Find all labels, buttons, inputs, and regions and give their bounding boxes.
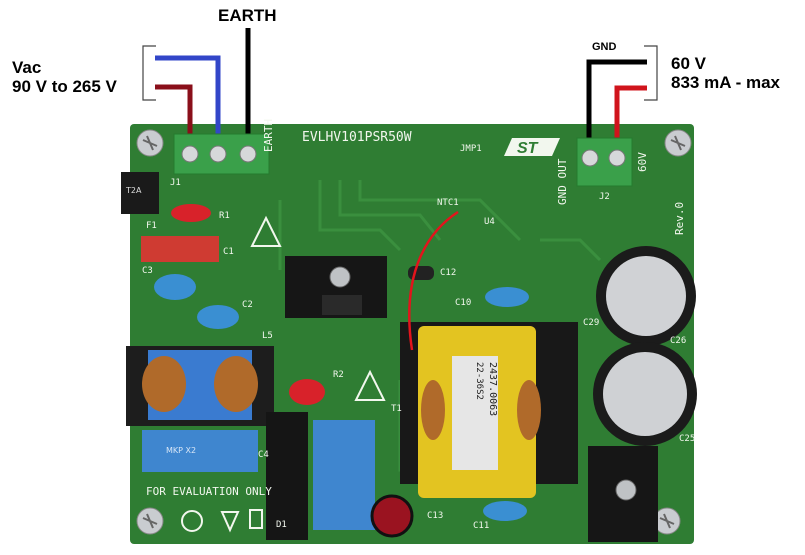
weee-symbol	[249, 509, 263, 529]
capacitor-c13	[370, 494, 414, 538]
c4-silk: C4	[258, 450, 269, 460]
heatsink-mosfet	[285, 256, 387, 318]
gnd-out-silk: GND OUT	[556, 158, 569, 205]
gnd-label: GND	[592, 41, 617, 53]
output-current-label: 833 mA - max	[671, 73, 780, 92]
fuse-f1	[121, 172, 159, 214]
for-evaluation-silk: FOR EVALUATION ONLY	[146, 485, 272, 498]
c25-silk: C25	[679, 434, 696, 444]
r2-silk: R2	[333, 370, 344, 380]
capacitor-c26	[596, 246, 696, 346]
terminal-block-j1	[173, 133, 270, 175]
mounting-screw-tr	[664, 129, 692, 157]
transformer-t1	[400, 322, 578, 498]
output-bracket	[644, 45, 658, 101]
ntc-silk: NTC1	[437, 198, 459, 208]
t1-silk: T1	[391, 404, 402, 414]
terminal-block-j2	[576, 137, 633, 187]
heatsink-diode	[588, 446, 658, 542]
capacitor-c1	[141, 236, 219, 262]
u4-silk: U4	[484, 217, 495, 227]
input-bracket	[142, 45, 156, 101]
c1-silk: C1	[223, 247, 234, 257]
output-voltage-label: 60 V	[671, 54, 706, 73]
l5-silk: L5	[262, 331, 273, 341]
c3-silk: C3	[142, 266, 153, 276]
mounting-screw-tl	[136, 129, 164, 157]
capacitor-c12	[408, 266, 434, 280]
c2-silk: C2	[242, 300, 253, 310]
resistor-r1	[171, 204, 211, 222]
c11-silk: C11	[473, 521, 490, 531]
f1-silk: F1	[146, 221, 157, 231]
capacitor-c2	[197, 305, 239, 329]
r1-silk: R1	[219, 211, 230, 221]
d1-silk: D1	[276, 520, 287, 530]
vac-range-label: 90 V to 265 V	[12, 77, 117, 96]
jumper-silk: JMP1	[460, 144, 482, 154]
out-voltage-silk: 60V	[636, 152, 649, 172]
c29-silk: C29	[583, 318, 600, 328]
wire-black-gnd	[586, 59, 647, 150]
mounting-screw-bl	[136, 507, 164, 535]
wire-blue	[155, 55, 221, 150]
warning-triangle-1	[250, 215, 282, 247]
warning-triangle-2	[354, 369, 386, 401]
c13-silk: C13	[427, 511, 444, 521]
bridge-d1	[266, 412, 308, 540]
part-number-silk: EVLHV101PSR50W	[302, 130, 412, 145]
c12-silk: C12	[440, 268, 457, 278]
svg-text:ST: ST	[517, 140, 539, 157]
j1-silk: J1	[170, 178, 181, 188]
c26-silk: C26	[670, 336, 687, 346]
wire-darkred	[155, 84, 193, 150]
capacitor-c11	[483, 501, 527, 521]
transformer-label-1: 2437.0063	[487, 362, 498, 417]
choke-l5	[126, 346, 274, 426]
j2-silk: J2	[599, 192, 610, 202]
earth-silk: EARTH	[262, 118, 275, 152]
ce-symbol	[181, 510, 203, 532]
fuse-print: T2A	[126, 186, 142, 195]
capacitor-c4	[142, 430, 258, 472]
vac-title-label: Vac	[12, 58, 42, 77]
x2-cap-print: MKP X2	[166, 446, 197, 455]
revision-silk: Rev.0	[673, 201, 686, 235]
st-logo: ST	[504, 138, 560, 157]
capacitor-c3	[154, 274, 196, 300]
capacitor-box-blue	[313, 420, 375, 530]
c10-silk: C10	[455, 298, 472, 308]
wire-red-out	[614, 85, 647, 150]
ntc-leads	[408, 210, 459, 351]
capacitor-c25	[593, 342, 697, 446]
resistor-r2	[289, 379, 325, 405]
earth-label: EARTH	[218, 6, 277, 25]
transformer-label-2: 22-36S2	[474, 362, 484, 400]
esd-symbol	[220, 511, 240, 533]
capacitor-c10	[485, 287, 529, 307]
